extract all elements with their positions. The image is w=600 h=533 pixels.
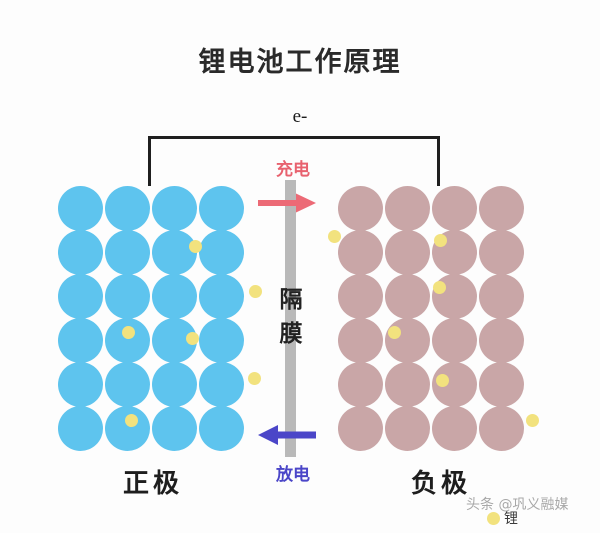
separator-char-top: 隔 bbox=[279, 286, 303, 313]
charge-arrow-icon bbox=[258, 193, 316, 213]
electrode-particle bbox=[338, 406, 383, 451]
electrode-particle bbox=[152, 406, 197, 451]
electrode-particle bbox=[385, 406, 430, 451]
electrode-particle bbox=[58, 406, 103, 451]
separator-membrane-bar bbox=[285, 180, 296, 457]
electrode-particle bbox=[199, 274, 244, 319]
external-circuit-bracket bbox=[148, 136, 440, 186]
electrode-particle bbox=[105, 274, 150, 319]
electrode-particle bbox=[58, 186, 103, 231]
electrode-particle bbox=[199, 186, 244, 231]
electrode-particle bbox=[105, 362, 150, 407]
lithium-ion bbox=[434, 234, 447, 247]
electrode-particle bbox=[479, 186, 524, 231]
lithium-ion bbox=[526, 414, 539, 427]
lithium-ion bbox=[436, 374, 449, 387]
electrode-particle bbox=[432, 186, 477, 231]
electrode-particle bbox=[385, 274, 430, 319]
electrode-particle bbox=[385, 230, 430, 275]
lithium-ion bbox=[125, 414, 138, 427]
electrode-particle bbox=[58, 362, 103, 407]
electrode-particle bbox=[58, 230, 103, 275]
electrode-particle bbox=[338, 318, 383, 363]
electrode-particle bbox=[199, 318, 244, 363]
lithium-ion bbox=[186, 332, 199, 345]
separator-char-bottom: 膜 bbox=[279, 320, 303, 347]
electrode-particle bbox=[479, 406, 524, 451]
electrode-particle bbox=[152, 186, 197, 231]
electrode-particle bbox=[199, 406, 244, 451]
electrode-particle bbox=[479, 318, 524, 363]
legend-label: 锂 bbox=[504, 511, 518, 527]
electrode-particle bbox=[338, 230, 383, 275]
charge-label: 充电 bbox=[276, 160, 310, 180]
electrode-particle bbox=[58, 318, 103, 363]
lithium-ion bbox=[249, 285, 262, 298]
discharge-arrow-icon bbox=[258, 425, 316, 445]
electrode-particle bbox=[385, 318, 430, 363]
lithium-ion bbox=[388, 326, 401, 339]
discharge-label: 放电 bbox=[276, 465, 310, 485]
legend: 锂 bbox=[487, 508, 518, 528]
electrode-particle bbox=[105, 406, 150, 451]
lithium-ion bbox=[122, 326, 135, 339]
electrode-particle bbox=[199, 230, 244, 275]
electrode-particle bbox=[199, 362, 244, 407]
lithium-ion bbox=[433, 281, 446, 294]
lithium-ion bbox=[189, 240, 202, 253]
electrode-particle bbox=[385, 362, 430, 407]
watermark: 头条 @巩义融媒 bbox=[466, 497, 569, 513]
electrode-particle bbox=[432, 318, 477, 363]
lithium-ion-legend-icon bbox=[487, 511, 500, 525]
electrode-particle bbox=[152, 362, 197, 407]
anode-label: 负极 bbox=[410, 469, 471, 499]
electrode-particle bbox=[105, 318, 150, 363]
electrode-particle bbox=[432, 406, 477, 451]
electrode-particle bbox=[338, 186, 383, 231]
separator-label: 隔 膜 bbox=[269, 283, 313, 351]
electrode-particle bbox=[479, 230, 524, 275]
lithium-ion bbox=[328, 230, 341, 243]
electrode-particle bbox=[479, 274, 524, 319]
lithium-ion bbox=[248, 372, 261, 385]
electrode-particle bbox=[338, 362, 383, 407]
electrode-particle bbox=[152, 274, 197, 319]
electrode-particle bbox=[338, 274, 383, 319]
electrode-particle bbox=[385, 186, 430, 231]
electrode-particle bbox=[479, 362, 524, 407]
electron-flow-label: e- bbox=[292, 106, 308, 127]
electrode-particle bbox=[105, 230, 150, 275]
electrode-particle bbox=[105, 186, 150, 231]
electrode-particle bbox=[152, 230, 197, 275]
electrode-particle bbox=[58, 274, 103, 319]
cathode-label: 正极 bbox=[122, 469, 183, 499]
page-title: 锂电池工作原理 bbox=[198, 47, 402, 78]
